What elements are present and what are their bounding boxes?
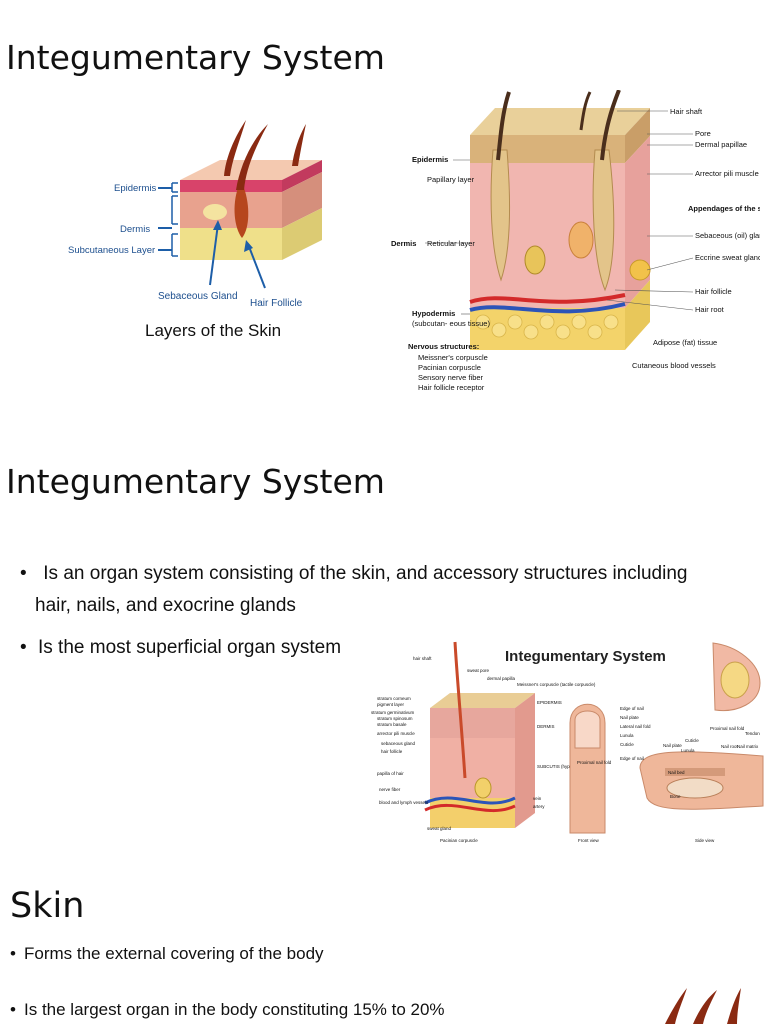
label-eccrine: Eccrine sweat gland [695,253,760,262]
label-hair-follicle-right: Hair follicle [695,287,732,296]
sebaceous-gland-shape [203,204,227,220]
skin-layers-figure: Epidermis Dermis Subcutaneous Layer Seba… [60,110,330,345]
integumentary-composite-figure: Integumentary System hair shaft sweat po… [365,638,765,848]
label-dermis-right: Dermis [391,239,416,248]
label-pacinian: Pacinian corpuscle [418,363,481,372]
label-dermal-papillae: Dermal papillae [695,140,747,149]
bullet-dot: • [20,563,27,584]
l2-nail-matrix: Nail matrix [737,744,759,749]
bullet-dot: • [10,1000,16,1019]
label-papillary: Papillary layer [427,175,475,184]
l2-spinosum: stratum spinosum [377,716,413,721]
slide2-bullet-2: •Is the most superficial organ system [20,632,341,664]
l2-edge-nail: Edge of nail [620,706,644,711]
slide2-title: Integumentary System [6,462,385,501]
label-reticular: Reticular layer [427,239,475,248]
hair-strand [665,988,687,1024]
slide1-title: Integumentary System [6,38,385,77]
l2-lunula: Lunula [620,733,634,738]
label-epidermis-right: Epidermis [412,155,448,164]
hair-strand [224,120,246,176]
l2-germinativum: stratum germinativum [371,710,415,715]
l2-vein: vein [533,796,542,801]
l2-hair-shaft: hair shaft [413,656,432,661]
l2-epidermis: EPIDERMIS [537,700,562,705]
l2-basale: stratum basale [377,722,407,727]
l2-follicle: hair follicle [381,749,403,754]
label-epidermis: Epidermis [114,183,156,194]
label-sebaceous-gland: Sebaceous Gland [158,291,238,302]
l2-front-view: Front view [578,838,600,843]
l2-tendon: Tendon [745,731,760,736]
l2-nail-bed: Nail bed [668,770,685,775]
l2-sweat-pore: sweat pore [467,668,490,673]
l2-blood: blood and lymph vessels [379,800,429,805]
l2-dermis: DERMIS [537,724,555,729]
l2-side-proximal: Proximal nail fold [710,726,745,731]
label-hair-follicle: Hair Follicle [250,298,303,309]
bullet-dot: • [20,637,27,658]
l2-arrector: arrector pili muscle [377,731,415,736]
skin-top-surface [180,160,322,180]
label-hair-shaft: Hair shaft [670,107,703,116]
bullet-dot: • [10,944,16,963]
hair-strand [236,124,268,190]
hair-strand [727,988,741,1024]
skin-cross-section-figure: Epidermis Papillary layer Dermis Reticul… [391,90,760,392]
slide2-bullet-1: • Is an organ system consisting of the s… [20,558,687,590]
l2-sebaceous: sebaceous gland [381,741,416,746]
l2-pacinian: Pacinian corpuscle [440,838,478,843]
l2-proximal-fold: Proximal nail fold [577,760,612,765]
l2-nail-plate: Nail plate [620,715,639,720]
hair-illustration-cropped [665,988,741,1024]
hair-strand [693,990,717,1024]
label-arrector-pili: Arrector pili muscle [695,169,759,178]
label-adipose: Adipose (fat) tissue [653,338,717,347]
l2-artery: artery [533,804,545,809]
l2-side-view: Side view [695,838,715,843]
label-hair-root: Hair root [695,305,725,314]
slide3-bullet-1: •Forms the external covering of the body [10,944,324,963]
l2-side-cuticle: Cuticle [685,738,699,743]
label-nervous-structures: Nervous structures: [408,342,479,351]
slide3-bullet-2: •Is the largest organ in the body consti… [10,1000,445,1019]
l2-subcutis: SUBCUTIS (hypodermis) [537,764,588,769]
hair-strand [292,124,306,166]
label-dermis: Dermis [120,224,150,235]
label-appendages: Appendages of the skin: [688,204,760,213]
label-sensory-nerve: Sensory nerve fiber [418,373,484,382]
l2-nail-root: Nail root [721,744,739,749]
l2-nerve: nerve fiber [379,787,401,792]
l2-lateral-fold: Lateral nail fold [620,724,651,729]
l2-sweat-gland: sweat gland [427,826,452,831]
label-hypodermis-sub: (subcutan- eous tissue) [412,319,490,328]
slide2-bullet-1-cont: hair, nails, and exocrine glands [35,595,296,616]
l2-side-edge: Edge of nail [620,756,644,761]
label-follicle-receptor: Hair follicle receptor [418,383,485,392]
l2-side-lunula: Lunula [681,748,695,753]
hair-follicle-shape [234,188,249,238]
slide3-title: Skin [10,886,85,926]
l2-side-nail-plate: Nail plate [663,743,682,748]
composite-figure-title: Integumentary System [505,648,666,665]
figure-caption: Layers of the Skin [145,321,281,340]
l2-pigment: pigment layer [377,702,405,707]
label-pore: Pore [695,129,711,138]
label-cutaneous-vessels: Cutaneous blood vessels [632,361,716,370]
label-meissner: Meissner's corpuscle [418,353,488,362]
l2-dermal-papilla: dermal papilla [487,676,516,681]
l2-papilla: papilla of hair [377,771,404,776]
label-subcutaneous: Subcutaneous Layer [68,245,155,256]
l2-corneum: stratum corneum [377,696,411,701]
l2-bone: Bone [670,794,681,799]
label-hypodermis: Hypodermis [412,309,455,318]
label-sebaceous-oil: Sebaceous (oil) gland [695,231,760,240]
l2-meissner: Meissner's corpuscle (tactile corpuscle) [517,682,596,687]
l2-cuticle: Cuticle [620,742,634,747]
